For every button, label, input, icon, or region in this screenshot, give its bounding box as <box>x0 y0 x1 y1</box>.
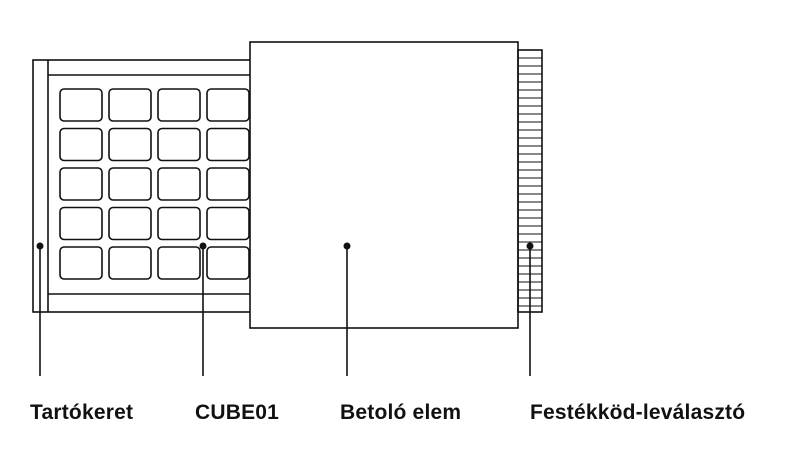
cube-cell <box>157 127 201 162</box>
insert-element <box>249 41 519 329</box>
leader-dot-frame <box>36 242 44 250</box>
leader-dot-cube <box>199 242 207 250</box>
leader-dot-insert <box>343 242 351 250</box>
label-holding-frame: Tartókeret <box>30 401 134 424</box>
cube-cell <box>59 127 103 162</box>
cube-cell <box>108 127 152 162</box>
cube-cell <box>157 167 201 201</box>
cube-cell <box>157 206 201 241</box>
cube-cell <box>59 167 103 201</box>
cube-cell <box>206 88 250 122</box>
cube-cell <box>206 127 250 162</box>
label-insert-element: Betoló elem <box>340 401 462 424</box>
label-cube: CUBE01 <box>195 401 280 424</box>
cube-cell <box>59 206 103 241</box>
label-paint-mist-separator: Festékköd-leválasztó <box>530 401 746 424</box>
cube-cell <box>108 246 152 280</box>
cube-cell-grid <box>59 88 250 280</box>
cube-cell <box>108 206 152 241</box>
cube-cell <box>59 246 103 280</box>
cube-cell <box>157 88 201 122</box>
cube-cell <box>206 246 250 280</box>
leader-dot-separator <box>526 242 534 250</box>
cube-cell <box>206 206 250 241</box>
holding-frame-outer <box>32 59 252 313</box>
cube-cell <box>59 88 103 122</box>
cube-cell <box>108 167 152 201</box>
cube-cell <box>206 167 250 201</box>
cube-cell <box>157 246 201 280</box>
cube-cell <box>108 88 152 122</box>
